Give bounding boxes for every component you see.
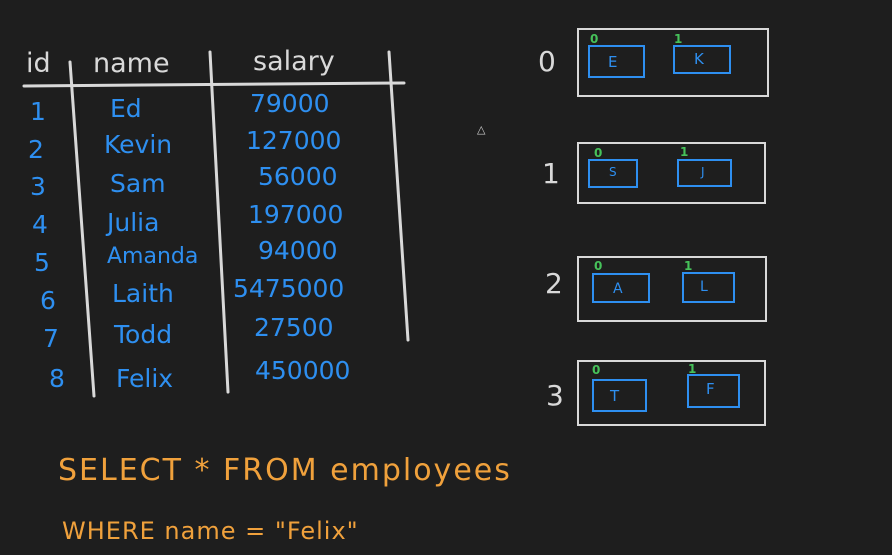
slot-index: 1	[688, 362, 697, 376]
key-slots	[588, 45, 740, 412]
cell-name: Laith	[112, 279, 174, 308]
cell-salary: 79000	[250, 89, 330, 118]
cell-name: Julia	[107, 208, 160, 237]
cell-salary: 56000	[258, 162, 338, 191]
header-id: id	[26, 48, 51, 79]
slot-box-3-1	[687, 374, 740, 408]
cell-name: Sam	[110, 169, 166, 198]
header-salary: salary	[253, 46, 335, 77]
slot-index: 0	[594, 146, 603, 160]
page-frame-0	[577, 28, 769, 97]
cell-id: 1	[30, 97, 46, 126]
cell-name: Ed	[110, 94, 142, 123]
mouse-pointer-icon: △	[477, 123, 486, 136]
page-frame-2	[577, 256, 767, 322]
slot-key: F	[706, 380, 715, 398]
slot-key: K	[694, 50, 704, 68]
table-divider-3	[387, 50, 410, 342]
table-header-rule	[22, 81, 406, 88]
page-label: 3	[546, 379, 564, 412]
slot-box-2-0	[592, 273, 650, 303]
slot-index: 0	[590, 32, 599, 46]
page-label: 2	[545, 267, 563, 300]
cell-name: Todd	[114, 320, 173, 349]
slot-index: 1	[674, 32, 683, 46]
slot-box-0-1	[673, 45, 731, 74]
slot-key: L	[700, 279, 708, 295]
cell-salary: 197000	[248, 200, 344, 229]
table-divider-2	[208, 50, 230, 394]
cell-salary: 127000	[246, 126, 342, 155]
cell-name: Felix	[116, 364, 174, 393]
cell-id: 3	[30, 172, 46, 201]
slot-box-0-0	[588, 45, 645, 78]
sql-where-line: WHERE name = "Felix"	[62, 517, 359, 545]
slot-key: S	[609, 165, 617, 179]
cell-id: 6	[40, 286, 56, 315]
cell-name: Amanda	[107, 244, 199, 269]
page-label: 0	[538, 45, 556, 78]
slot-key: E	[608, 53, 618, 71]
slot-key: A	[613, 281, 623, 297]
slot-box-2-1	[682, 272, 735, 303]
cell-id: 8	[49, 364, 65, 393]
slot-key: T	[610, 387, 620, 405]
header-name: name	[93, 48, 170, 79]
slot-box-1-1	[677, 159, 732, 187]
slot-key: J	[701, 165, 705, 179]
page-label: 1	[542, 157, 560, 190]
slot-index: 0	[592, 363, 601, 377]
page-frame-3	[577, 360, 766, 426]
slot-index: 1	[684, 259, 693, 273]
slot-box-1-0	[588, 159, 638, 188]
slot-index: 0	[594, 259, 603, 273]
cell-salary: 5475000	[233, 274, 345, 303]
page-frames	[577, 28, 769, 426]
slot-index: 1	[680, 145, 689, 159]
cell-salary: 450000	[255, 356, 351, 385]
sql-select-line: SELECT * FROM employees	[58, 453, 512, 488]
cell-id: 4	[32, 210, 48, 239]
slot-box-3-0	[592, 379, 647, 412]
cell-name: Kevin	[104, 130, 173, 159]
table-divider-1	[68, 60, 96, 398]
cell-salary: 27500	[254, 313, 334, 342]
cell-id: 5	[34, 248, 50, 277]
cell-id: 2	[28, 135, 44, 164]
cell-salary: 94000	[258, 236, 338, 265]
page-frame-1	[577, 142, 766, 204]
cell-id: 7	[43, 324, 59, 353]
